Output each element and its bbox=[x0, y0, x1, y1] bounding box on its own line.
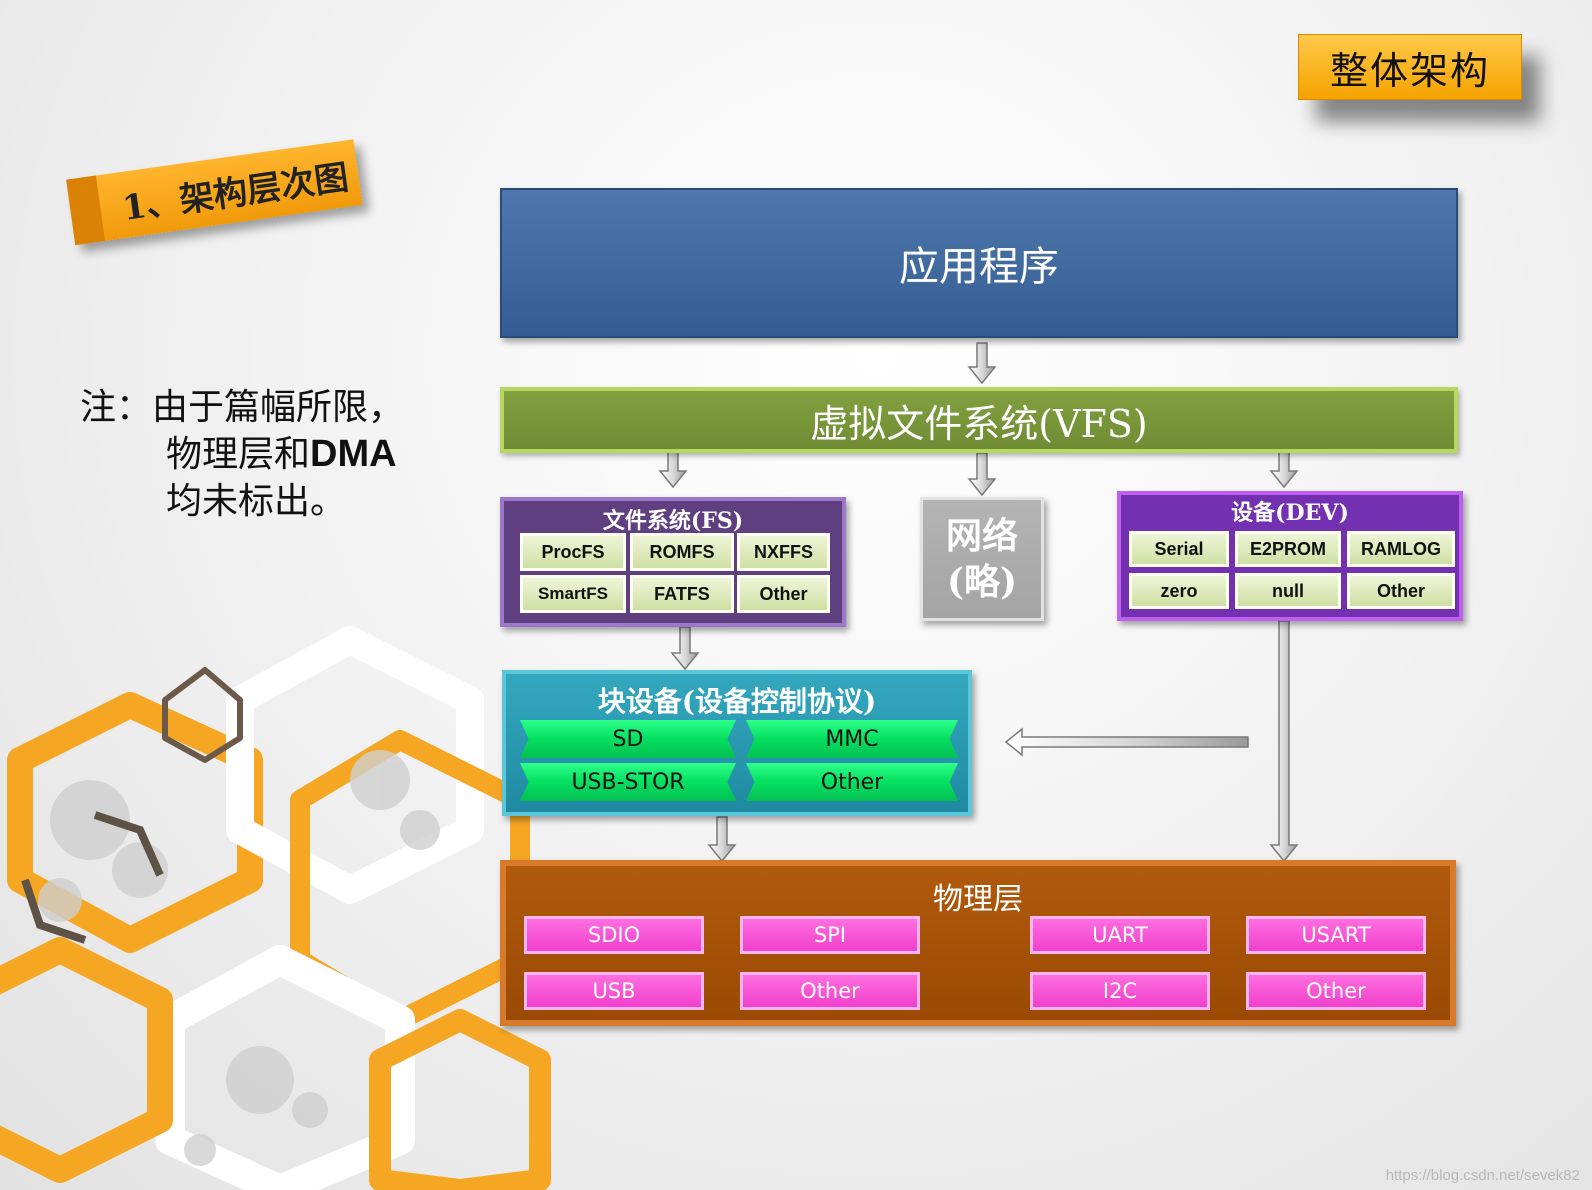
device-title: 设备(DEV) bbox=[1231, 500, 1349, 526]
physical-layer-title: 物理层 bbox=[933, 882, 1023, 917]
physical-chip: Other bbox=[1246, 972, 1426, 1010]
slide-title-badge: 整体架构 bbox=[1298, 34, 1522, 100]
physical-chip: USART bbox=[1246, 916, 1426, 954]
arrow-dev-to-block bbox=[1004, 727, 1249, 757]
physical-chip: UART bbox=[1030, 916, 1210, 954]
block-device-chip: SD bbox=[520, 720, 736, 758]
physical-chip: I2C bbox=[1030, 972, 1210, 1010]
note-line-2: 物理层和DMA bbox=[80, 431, 404, 478]
decorative-hexagon bbox=[162, 667, 243, 763]
block-device-title: 块设备(设备控制协议) bbox=[597, 685, 877, 718]
dev-chip: Serial bbox=[1129, 531, 1229, 567]
network-note: (略) bbox=[946, 561, 1018, 603]
physical-chip: Other bbox=[740, 972, 920, 1010]
decorative-hexagon bbox=[7, 692, 263, 953]
block-device-chip: MMC bbox=[746, 720, 958, 758]
arrow-vfs-to-network bbox=[967, 452, 997, 497]
physical-chip: USB bbox=[524, 972, 704, 1010]
dev-chip: null bbox=[1235, 573, 1341, 609]
fs-chip: FATFS bbox=[630, 575, 734, 613]
watermark: https://blog.csdn.net/sevek82 bbox=[1385, 1167, 1580, 1184]
filesystem-panel: 文件系统(FS) ProcFS ROMFS NXFFS SmartFS FATF… bbox=[500, 497, 846, 627]
fs-chip: ProcFS bbox=[520, 533, 626, 571]
note-line-1: 注：由于篇幅所限， bbox=[80, 387, 405, 428]
note-line-2-bold: DMA bbox=[310, 433, 397, 475]
physical-chip: SPI bbox=[740, 916, 920, 954]
arrow-dev-to-physical bbox=[1269, 620, 1299, 863]
vfs-layer: 虚拟文件系统(VFS) bbox=[500, 387, 1458, 453]
note-text: 注：由于篇幅所限， 物理层和DMA 均未标出。 bbox=[80, 384, 404, 525]
network-box: 网络 (略) bbox=[920, 497, 1044, 621]
arrow-vfs-to-fs bbox=[658, 446, 688, 489]
dev-chip: zero bbox=[1129, 573, 1229, 609]
decorative-hexagon bbox=[369, 1009, 551, 1190]
note-line-2-prefix: 物理层和 bbox=[166, 434, 311, 475]
physical-layer-panel: 物理层 SDIO SPI UART USART USB Other I2C Ot… bbox=[500, 860, 1456, 1026]
decorative-hexagon bbox=[226, 626, 484, 904]
application-layer: 应用程序 bbox=[500, 188, 1458, 338]
network-label: 网络 bbox=[945, 515, 1018, 557]
arrow-app-to-vfs bbox=[967, 342, 997, 385]
device-panel: 设备(DEV) Serial E2PROM RAMLOG zero null O… bbox=[1117, 491, 1463, 621]
dev-chip: Other bbox=[1347, 573, 1455, 609]
fs-chip: NXFFS bbox=[737, 533, 830, 571]
arrow-vfs-to-dev bbox=[1269, 446, 1299, 489]
block-device-panel: 块设备(设备控制协议) SD MMC USB-STOR Other bbox=[502, 670, 972, 816]
arrow-fs-to-block bbox=[670, 626, 700, 671]
decorative-hexagon bbox=[0, 937, 173, 1183]
note-line-3: 均未标出。 bbox=[166, 481, 347, 522]
dev-chip: E2PROM bbox=[1235, 531, 1341, 567]
dev-chip: RAMLOG bbox=[1347, 531, 1455, 567]
physical-chip: SDIO bbox=[524, 916, 704, 954]
fs-chip: SmartFS bbox=[520, 575, 626, 613]
block-device-chip: Other bbox=[746, 763, 958, 801]
fs-chip: Other bbox=[737, 575, 830, 613]
filesystem-title: 文件系统(FS) bbox=[602, 508, 744, 534]
block-device-chip: USB-STOR bbox=[520, 763, 736, 801]
fs-chip: ROMFS bbox=[630, 533, 734, 571]
arrow-block-to-physical bbox=[707, 816, 737, 863]
decorative-hexagon bbox=[155, 945, 415, 1190]
